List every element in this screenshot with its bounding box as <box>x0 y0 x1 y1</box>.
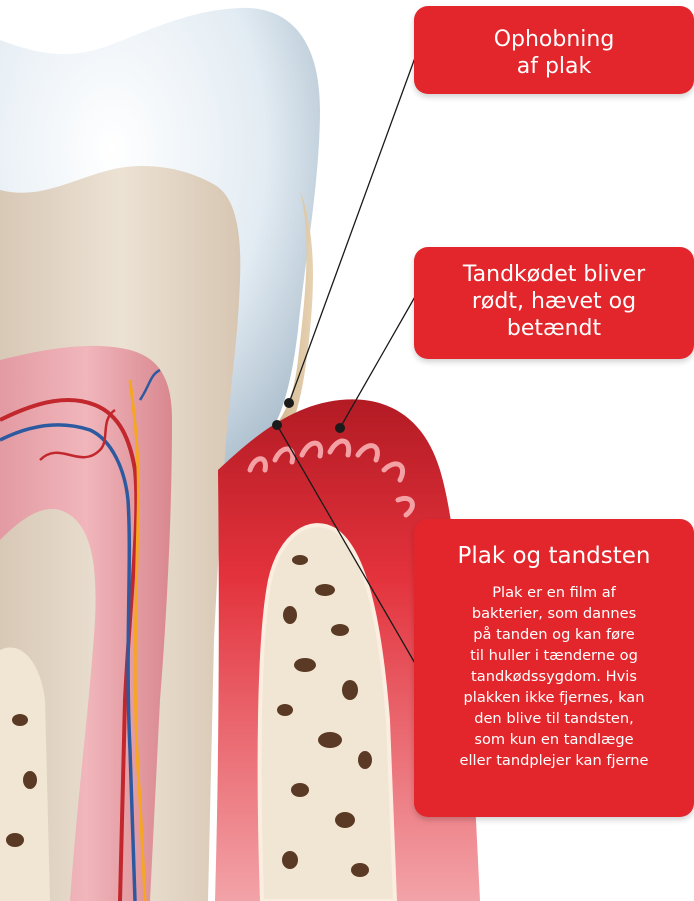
callout-plaque-tartar: Plak og tandsten Plak er en film af bakt… <box>414 519 694 817</box>
callout-tartar-body-line: bakterier, som dannes <box>414 603 694 624</box>
callout-gum-line1: Tandkødet bliver <box>414 261 694 288</box>
callout-tartar-title: Plak og tandsten <box>414 543 694 570</box>
callout-plaque-line1: Ophobning <box>414 26 694 53</box>
callout-plaque-buildup: Ophobning af plak <box>414 6 694 94</box>
callout-tartar-body-line: eller tandplejer kan fjerne <box>414 750 694 771</box>
callout-tartar-body-line: til huller i tænderne og <box>414 645 694 666</box>
callout-tartar-body-line: tandkødssygdom. Hvis <box>414 666 694 687</box>
callout-tartar-body-line: den blive til tandsten, <box>414 708 694 729</box>
callout-tartar-body-line: Plak er en film af <box>414 582 694 603</box>
callout-gum-line3: betændt <box>414 315 694 342</box>
callout-gum-line2: rødt, hævet og <box>414 288 694 315</box>
callout-tartar-body-line: på tanden og kan føre <box>414 624 694 645</box>
callout-tartar-body-line: som kun en tandlæge <box>414 729 694 750</box>
callout-plaque-line2: af plak <box>414 53 694 80</box>
callout-tartar-body-line: plakken ikke fjernes, kan <box>414 687 694 708</box>
callout-gum-inflamed: Tandkødet bliver rødt, hævet og betændt <box>414 247 694 359</box>
